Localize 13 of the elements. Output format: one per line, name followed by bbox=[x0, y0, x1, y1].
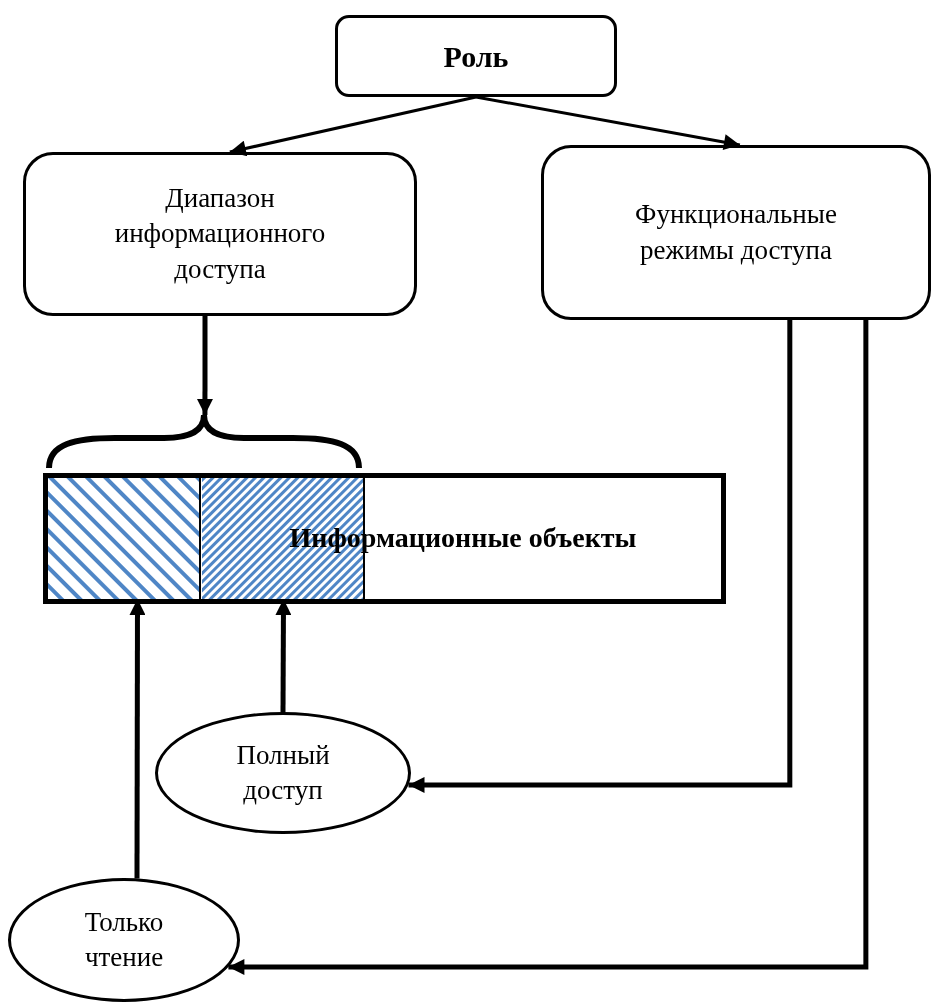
process-box bbox=[23, 152, 417, 316]
role-box bbox=[335, 15, 617, 97]
arrow bbox=[475, 95, 741, 150]
objects-bar bbox=[43, 473, 726, 604]
arrow bbox=[408, 320, 793, 793]
process-box bbox=[541, 145, 931, 320]
arrow bbox=[196, 316, 213, 415]
node-label: Роль bbox=[443, 38, 509, 75]
node-label: Полный доступ bbox=[235, 738, 331, 807]
arrow bbox=[228, 320, 869, 976]
node-label: Функциональные режимы доступа bbox=[634, 198, 838, 267]
node-label: Диапазон информационного доступа bbox=[113, 182, 327, 286]
node-label: Только чтение bbox=[83, 905, 165, 974]
